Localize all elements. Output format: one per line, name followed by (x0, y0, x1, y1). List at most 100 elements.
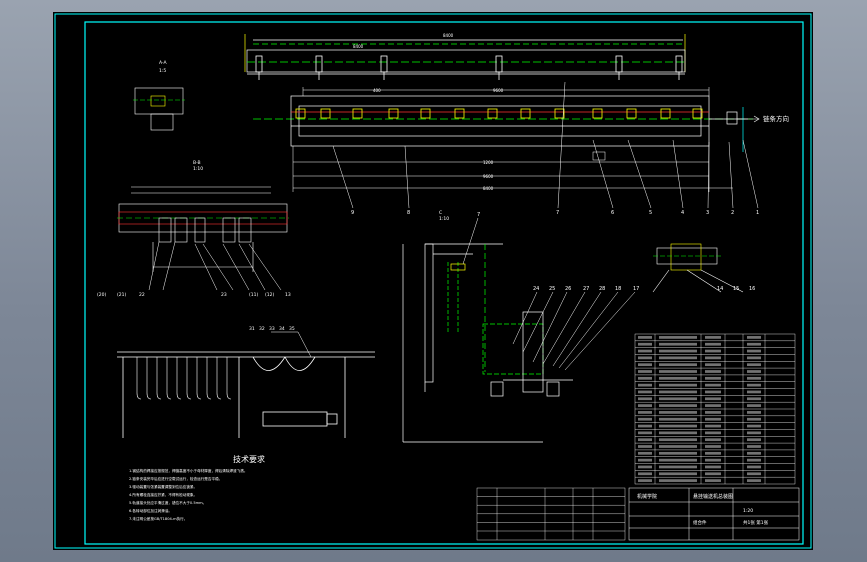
svg-text:16: 16 (749, 286, 755, 292)
title-block-material: 组合件 (693, 519, 707, 526)
bom-cell-text (638, 383, 652, 387)
bom-cell-text (747, 397, 761, 401)
bom-cell-text (747, 383, 761, 387)
bom-cell-text (659, 438, 697, 442)
svg-text:(20): (20) (97, 292, 106, 298)
svg-text:6.各转动部位加注润滑油。: 6.各转动部位加注润滑油。 (129, 508, 172, 513)
svg-text:15: 15 (733, 286, 739, 292)
inner-frame (84, 21, 804, 545)
bom-cell-text (638, 404, 652, 407)
view-scale-c: 1:10 (439, 216, 449, 222)
bom-cell-text (705, 376, 721, 380)
bom-cell-text (659, 363, 697, 367)
bom-cell-text (638, 465, 652, 469)
cad-drawing-viewport[interactable]: 8400 8400 1200 9600 8400 9600 400 (53, 12, 813, 550)
title-block (628, 487, 800, 541)
dim-mid-pitch: 400 (373, 88, 381, 93)
svg-text:2: 2 (731, 210, 734, 216)
view-scale-b: 1:10 (193, 166, 203, 172)
svg-text:23: 23 (221, 292, 227, 298)
bom-cell-text (659, 472, 697, 476)
bom-cell-text (659, 465, 697, 469)
bom-cell-text (659, 397, 697, 401)
svg-text:33: 33 (269, 326, 275, 332)
svg-text:5: 5 (649, 210, 652, 216)
svg-text:7: 7 (556, 210, 559, 216)
column-leader (462, 217, 479, 265)
bom-cell-text (638, 411, 652, 414)
svg-text:24: 24 (533, 286, 539, 292)
title-block-scale: 1:20 (743, 508, 753, 514)
bom-cell-text (659, 424, 697, 428)
dim-top-pitch: 8400 (443, 33, 454, 38)
bom-cell-text (638, 397, 652, 401)
svg-text:18: 18 (615, 286, 621, 292)
bom-cell-text (638, 376, 652, 380)
bom-cell-text (659, 431, 697, 435)
bom-cell-text (659, 451, 697, 455)
bom-cell-text (705, 370, 721, 373)
chain-trolleys (295, 108, 703, 119)
svg-text:8: 8 (407, 210, 410, 216)
view-label-b: B-B (193, 160, 201, 166)
bom-cell-text (705, 349, 721, 353)
bottom-bom-table (476, 487, 626, 541)
bom-cell-text (705, 465, 721, 469)
bom-cell-text (747, 472, 761, 476)
svg-text:13: 13 (285, 292, 291, 298)
bom-cell-text (747, 342, 761, 346)
bom-cell-text (659, 336, 697, 339)
dim-top-total: 8400 (353, 44, 364, 49)
view-label-c: C (439, 210, 442, 216)
bom-rows (635, 340, 795, 478)
mid-leaders (512, 291, 636, 371)
bom-cell-text (747, 451, 761, 455)
dim-mid-2: 9600 (483, 174, 494, 179)
bom-cell-text (705, 424, 721, 428)
bom-cell-text (659, 383, 697, 387)
bom-cell-text (638, 431, 652, 435)
bom-cell-text (659, 376, 697, 380)
svg-text:2.链条安装完毕后应进行空载试运行，检查运行是否平稳。: 2.链条安装完毕后应进行空载试运行，检查运行是否平稳。 (129, 476, 222, 481)
svg-text:1.钢结构的焊接应按规范，焊缝高度不小于母材厚度，焊后清除焊: 1.钢结构的焊接应按规范，焊缝高度不小于母材厚度，焊后清除焊渣飞溅。 (129, 468, 247, 473)
bom-cell-text (659, 458, 697, 462)
bom-cell-text (638, 349, 652, 353)
mid-callouts: 24 25 26 27 28 18 17 (533, 286, 639, 292)
column-elevation (402, 243, 573, 443)
bom-cell-text (705, 411, 721, 414)
outer-frame (54, 13, 812, 549)
bom-cell-text (638, 363, 652, 367)
svg-text:4.所有螺栓连接应拧紧，不得有松动现象。: 4.所有螺栓连接应拧紧，不得有松动现象。 (129, 492, 197, 497)
section-a (133, 87, 185, 131)
top-hangers (255, 55, 683, 80)
bom-cell-text (747, 424, 761, 428)
bom-cell-text (705, 356, 721, 360)
left-callouts: (20) (21) 22 23 (11) (12) 13 (97, 292, 291, 298)
svg-text:35: 35 (289, 326, 295, 332)
svg-text:14: 14 (717, 286, 723, 292)
bom-cell-text (705, 397, 721, 401)
bom-cell-text (659, 370, 697, 373)
frame-elevation (117, 351, 375, 438)
bom-cell-text (638, 451, 652, 455)
bom-table (634, 333, 796, 485)
cad-drawing: 8400 8400 1200 9600 8400 9600 400 (54, 13, 812, 549)
bom-cell-text (747, 445, 761, 448)
bom-cell-text (747, 356, 761, 360)
dim-mid-1: 1200 (483, 160, 494, 165)
svg-text:7.未注明公差按GB/T1804-m执行。: 7.未注明公差按GB/T1804-m执行。 (129, 516, 187, 521)
bom-cell-text (705, 445, 721, 448)
bom-cell-text (705, 479, 721, 482)
bom-cell-text (747, 479, 761, 482)
bom-cell-text (638, 479, 652, 482)
bom-cell-text (747, 376, 761, 380)
bom-cell-text (705, 336, 721, 339)
tech-title: 技术要求 (233, 454, 265, 464)
svg-text:17: 17 (633, 286, 639, 292)
title-block-sheet: 共1张 第1张 (743, 519, 769, 526)
bom-cell-text (747, 390, 761, 394)
right-callouts: 14 15 16 (717, 286, 755, 292)
svg-text:26: 26 (565, 286, 571, 292)
bom-cell-text (747, 336, 761, 339)
bom-cell-text (659, 417, 697, 421)
